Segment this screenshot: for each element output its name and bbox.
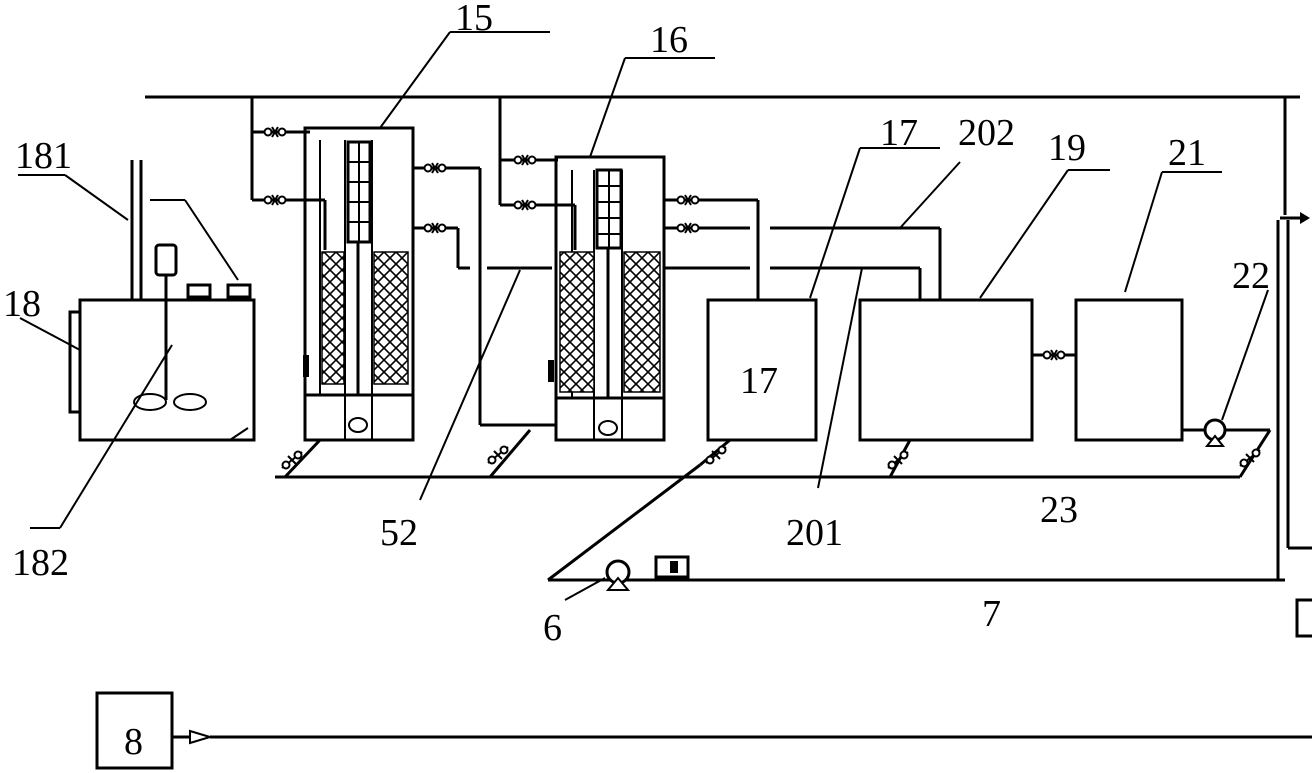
reactor-15 bbox=[303, 126, 415, 442]
arrow-icon bbox=[1300, 212, 1310, 224]
stirrer-icon bbox=[133, 275, 207, 411]
label-16: 16 bbox=[650, 19, 688, 61]
valve-icon bbox=[513, 199, 537, 211]
label-15: 15 bbox=[455, 0, 493, 39]
top-header-pipe bbox=[145, 95, 1310, 224]
pump-icon bbox=[605, 559, 631, 591]
valve-icon bbox=[263, 126, 287, 138]
tank-17 bbox=[706, 298, 818, 442]
recycle-line-7 bbox=[547, 463, 1285, 582]
valve-icon bbox=[423, 162, 447, 174]
label-17-top: 17 bbox=[880, 112, 918, 154]
label-19: 19 bbox=[1048, 127, 1086, 169]
valve-icon bbox=[263, 194, 287, 206]
valve-icon bbox=[676, 222, 700, 234]
valve-icon bbox=[423, 222, 447, 234]
label-22: 22 bbox=[1232, 255, 1270, 297]
label-23: 23 bbox=[1040, 489, 1078, 531]
label-201: 201 bbox=[786, 512, 843, 554]
right-column-unit bbox=[1276, 220, 1312, 638]
mixing-tank-18 bbox=[68, 160, 256, 442]
label-7: 7 bbox=[982, 593, 1001, 635]
label-18: 18 bbox=[3, 283, 41, 325]
label-21: 21 bbox=[1168, 132, 1206, 174]
meter-icon bbox=[654, 555, 690, 579]
label-202: 202 bbox=[958, 112, 1015, 154]
valve-icon bbox=[676, 194, 700, 206]
label-182: 182 bbox=[12, 542, 69, 584]
reactor-16 bbox=[548, 155, 666, 442]
label-181: 181 bbox=[15, 135, 72, 177]
label-17-box: 17 bbox=[740, 360, 778, 402]
drain-line-23 bbox=[275, 429, 1272, 479]
label-8: 8 bbox=[124, 721, 143, 763]
label-6: 6 bbox=[543, 607, 562, 649]
label-52: 52 bbox=[380, 512, 418, 554]
pump-icon bbox=[1203, 418, 1227, 447]
tank-19 bbox=[858, 298, 1034, 442]
source-unit-8 bbox=[95, 691, 174, 770]
valve-icon bbox=[281, 450, 303, 470]
valve-icon bbox=[887, 450, 909, 470]
valve-icon bbox=[705, 445, 727, 465]
tank-21 bbox=[1074, 298, 1184, 442]
motor-icon bbox=[154, 243, 178, 277]
valve-icon bbox=[1042, 349, 1066, 361]
valve-icon bbox=[513, 154, 537, 166]
